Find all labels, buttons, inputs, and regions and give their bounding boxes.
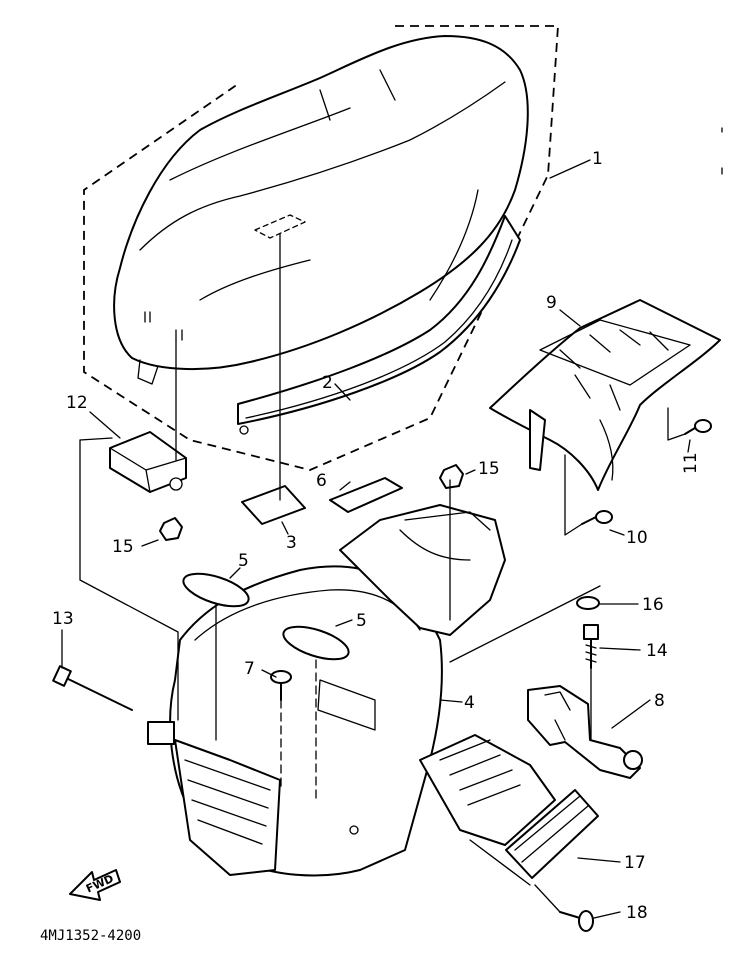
- cover-part-17: [505, 789, 599, 879]
- seat-assembly-boundary: [83, 25, 559, 471]
- seat-part: [113, 35, 529, 385]
- screw-part-7: [270, 670, 292, 701]
- callout-17: 17: [624, 853, 646, 873]
- bolt-part-13: [52, 665, 133, 711]
- screw-part-10: [581, 510, 613, 525]
- grommet-part-left: [182, 572, 250, 608]
- callout-16: 16: [642, 595, 664, 615]
- callout-3: 3: [286, 533, 297, 553]
- callout-15-lower: 15: [112, 537, 134, 557]
- callout-2: 2: [322, 373, 333, 393]
- callout-7: 7: [244, 659, 255, 679]
- decal-part-6: [329, 477, 403, 513]
- callout-11: 11: [681, 452, 701, 474]
- callout-9: 9: [546, 293, 557, 313]
- callout-15-upper: 15: [478, 459, 500, 479]
- callout-6: 6: [316, 471, 327, 491]
- callout-12: 12: [66, 393, 88, 413]
- callout-labels: 1 2 3 4 5 5 6 7 8 9 10 11 12 13 14 15 15…: [52, 149, 701, 923]
- nut-part-15-lower: [159, 517, 183, 541]
- nut-part-15-upper: [439, 464, 464, 489]
- decal-part-3: [241, 485, 306, 525]
- forward-direction-icon: FWD: [69, 869, 121, 901]
- diagram-code: 4MJ1352-4200: [40, 928, 141, 944]
- switch-part-8: [527, 685, 643, 779]
- bracket-part: [109, 431, 187, 493]
- callout-5-left: 5: [238, 551, 249, 571]
- callout-8: 8: [654, 691, 665, 711]
- callout-5-right: 5: [356, 611, 367, 631]
- leader-lines: [61, 159, 691, 919]
- assembly-lines: [79, 233, 686, 913]
- callout-10: 10: [626, 528, 648, 548]
- storage-box-part: [147, 504, 556, 877]
- grommet-part-right: [282, 625, 350, 661]
- seat-trim-part: [237, 215, 521, 435]
- bolt-part-14: [583, 624, 599, 669]
- screw-part-18: [559, 910, 594, 932]
- callout-4: 4: [464, 693, 475, 713]
- screw-part-11: [684, 419, 712, 435]
- callout-18: 18: [626, 903, 648, 923]
- callout-13: 13: [52, 609, 74, 629]
- callout-1: 1: [592, 149, 603, 169]
- callout-14: 14: [646, 641, 668, 661]
- washer-part-16: [576, 596, 600, 610]
- rear-carrier-part: [489, 299, 721, 491]
